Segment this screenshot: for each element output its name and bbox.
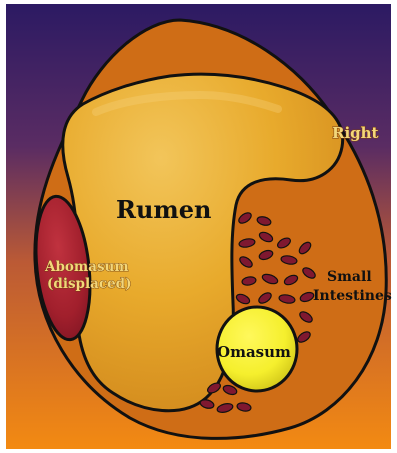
omasum-label: Omasum — [217, 343, 291, 361]
abomasum-label-line2: (displaced) — [47, 276, 132, 292]
abomasum-label-line1: Abomasum — [44, 259, 129, 275]
rumen-label: Rumen — [116, 195, 212, 224]
right-label: Right — [332, 124, 379, 142]
small-intestines-label-line1: Small — [327, 269, 372, 285]
small-intestines-label-line2: Intestines — [313, 288, 392, 304]
